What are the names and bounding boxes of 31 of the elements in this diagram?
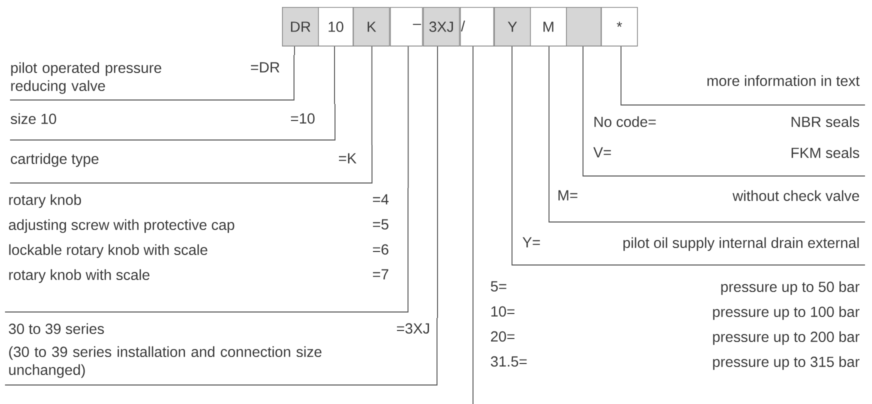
code-cell: * — [601, 7, 638, 46]
connector-line — [548, 46, 550, 180]
code-description: No code= NBR seals V= FKM seals — [582, 108, 866, 176]
separator-sign: / — [460, 20, 466, 32]
code-description: size 10 =10 — [10, 104, 336, 140]
code-description: pilot operated pressure reducing valve =DR — [10, 54, 294, 100]
code-cell: 3XJ — [423, 7, 460, 46]
code-description: rotary knob =4 adjusting screw with protective cap =5 lockable rotary knob with scale =6 rotary knob with scale =7 — [4, 188, 408, 312]
separator-sign: – — [412, 24, 422, 25]
connector-line — [408, 46, 409, 188]
code-description: M= without check valve — [548, 180, 866, 222]
code-cell: Y — [494, 7, 531, 46]
code-description: Y= pilot oil supply internal drain external — [512, 228, 866, 266]
code-description: cartridge type =K — [10, 144, 372, 184]
connector-line — [294, 46, 295, 56]
code-cell: 10 — [318, 7, 354, 46]
connector-line — [620, 46, 622, 50]
code-description: more information in text — [620, 50, 866, 106]
code-cell: M — [530, 7, 567, 46]
empty-code-cell — [566, 7, 602, 46]
connector-line — [371, 46, 372, 146]
code-description: 30 to 39 series =3XJ (30 to 39 series installation and connection size unchanged) — [4, 318, 438, 386]
code-cell: DR — [282, 7, 319, 46]
connector-line — [472, 46, 474, 270]
connector-line — [582, 46, 584, 108]
empty-code-cell — [390, 7, 423, 46]
empty-code-cell — [460, 7, 494, 46]
connector-line — [334, 46, 335, 104]
connector-line — [437, 46, 438, 318]
code-description: 5= pressure up to 50 bar 10= pressure up to 100 bar 20= pressure up to 200 bar 31.5= pressure up to 315 bar — [472, 270, 860, 404]
code-cell: K — [353, 7, 390, 46]
